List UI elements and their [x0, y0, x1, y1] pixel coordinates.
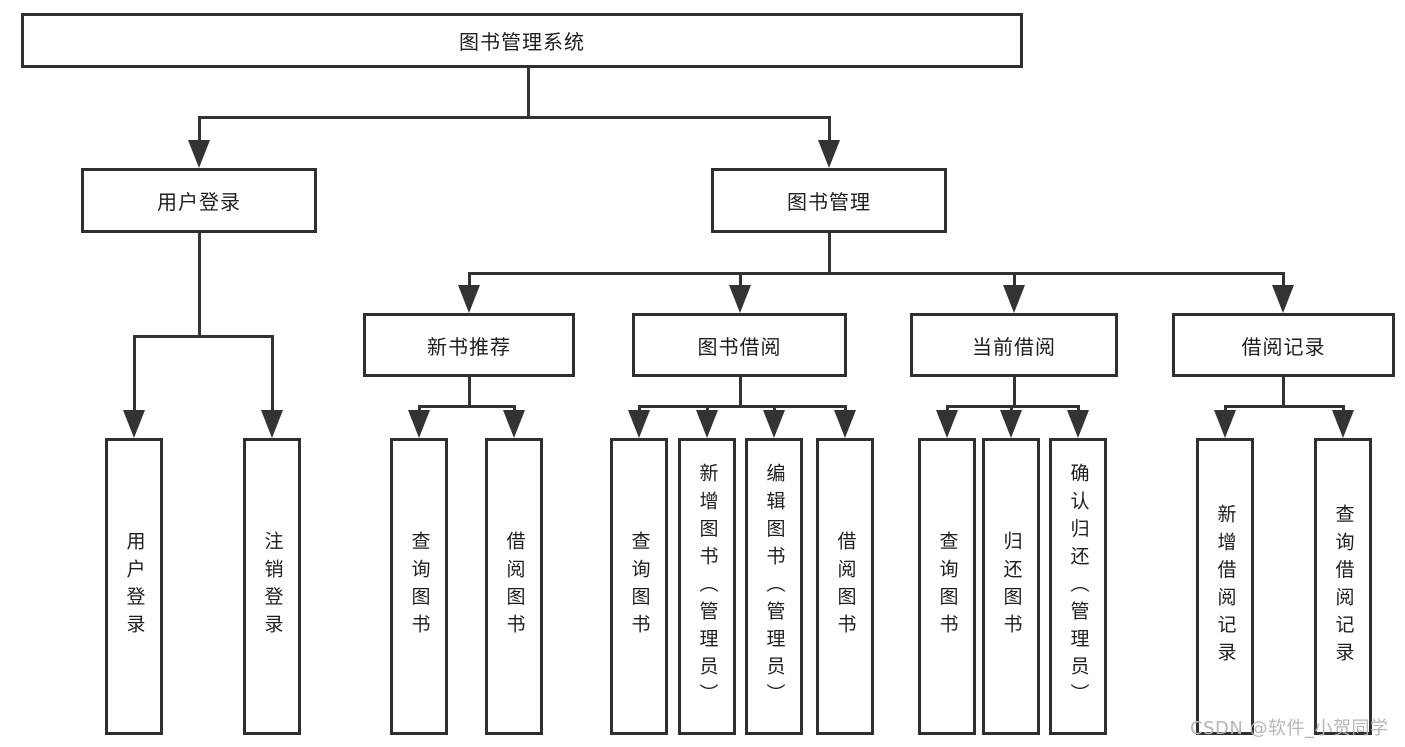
arrow-down-icon [408, 410, 430, 438]
leaf-records-add-record: 新增借阅记录 [1196, 438, 1254, 735]
arrow-down-icon [834, 410, 856, 438]
connector-line-horizontal [637, 404, 847, 408]
arrow-down-icon [503, 410, 525, 438]
leaf-borrow-add-books-admin: 新增图书（管理员） [678, 438, 736, 735]
node-borrow-records-label: 借阅记录 [1241, 334, 1326, 359]
leaf-borrow-edit-books-admin-label: 编辑图书（管理员） [763, 462, 786, 711]
node-new-book-recommend-label: 新书推荐 [427, 334, 511, 359]
leaf-newbook-borrow-books-label: 借阅图书 [503, 531, 526, 642]
node-book-borrow: 图书借阅 [632, 313, 847, 377]
node-new-book-recommend: 新书推荐 [363, 313, 575, 377]
connector-line-vertical [526, 68, 530, 118]
node-current-borrow: 当前借阅 [910, 313, 1118, 377]
connector-line-vertical [738, 376, 742, 408]
connector-line-vertical [738, 272, 742, 293]
connector-line-vertical [270, 335, 274, 418]
node-user-login: 用户登录 [81, 168, 317, 233]
leaf-borrow-query-books: 查询图书 [610, 438, 668, 735]
leaf-logout: 注销登录 [243, 438, 301, 735]
arrow-down-icon [1000, 410, 1022, 438]
node-current-borrow-label: 当前借阅 [972, 334, 1056, 359]
connector-line-horizontal [132, 334, 274, 338]
arrow-down-icon [628, 410, 650, 438]
arrow-down-icon [1067, 410, 1089, 438]
connector-line-vertical [132, 335, 136, 418]
leaf-records-query-record-label: 查询借阅记录 [1332, 503, 1355, 670]
leaf-newbook-query-books-label: 查询图书 [408, 531, 431, 642]
leaf-records-query-record: 查询借阅记录 [1314, 438, 1372, 735]
arrow-down-icon [188, 140, 210, 168]
leaf-current-confirm-return-admin: 确认归还（管理员） [1049, 438, 1107, 735]
arrow-down-icon [1272, 285, 1294, 313]
arrow-down-icon [1332, 410, 1354, 438]
node-borrow-records: 借阅记录 [1172, 313, 1395, 377]
arrow-down-icon [458, 285, 480, 313]
leaf-current-return-books: 归还图书 [982, 438, 1040, 735]
leaf-logout-label: 注销登录 [261, 531, 284, 642]
leaf-current-query-books-label: 查询图书 [936, 531, 959, 642]
leaf-borrow-borrow-books: 借阅图书 [816, 438, 874, 735]
arrow-down-icon [1214, 410, 1236, 438]
connector-line-vertical [197, 233, 201, 338]
leaf-borrow-borrow-books-label: 借阅图书 [834, 531, 857, 642]
leaf-user-login: 用户登录 [105, 438, 163, 735]
arrow-down-icon [763, 410, 785, 438]
node-user-login-label: 用户登录 [157, 190, 241, 214]
connector-line-vertical [1281, 272, 1285, 293]
connector-line-vertical [1012, 376, 1016, 408]
arrow-down-icon [818, 140, 840, 168]
node-root: 图书管理系统 [21, 13, 1023, 68]
leaf-borrow-edit-books-admin: 编辑图书（管理员） [745, 438, 803, 735]
leaf-newbook-borrow-books: 借阅图书 [485, 438, 543, 735]
connector-line-vertical [197, 116, 201, 148]
leaf-current-query-books: 查询图书 [918, 438, 976, 735]
arrow-down-icon [696, 410, 718, 438]
leaf-user-login-label: 用户登录 [123, 531, 146, 642]
connector-line-vertical [827, 116, 831, 148]
arrow-down-icon [729, 285, 751, 313]
arrow-down-icon [936, 410, 958, 438]
arrow-down-icon [1003, 285, 1025, 313]
connector-line-vertical [1012, 272, 1016, 293]
leaf-borrow-query-books-label: 查询图书 [628, 531, 651, 642]
leaf-current-return-books-label: 归还图书 [1000, 531, 1023, 642]
node-book-management-label: 图书管理 [787, 190, 871, 214]
node-root-label: 图书管理系统 [459, 30, 585, 54]
leaf-current-confirm-return-admin-label: 确认归还（管理员） [1067, 462, 1090, 711]
connector-line-horizontal [417, 404, 516, 408]
connector-line-vertical [827, 233, 831, 275]
arrow-down-icon [261, 410, 283, 438]
arrow-down-icon [123, 410, 145, 438]
csdn-watermark: CSDN @软件_小贺同学 [1190, 718, 1389, 739]
connector-line-vertical [467, 376, 471, 408]
node-book-management: 图书管理 [711, 168, 947, 233]
connector-line-horizontal [197, 115, 831, 119]
leaf-newbook-query-books: 查询图书 [390, 438, 448, 735]
connector-line-vertical [467, 272, 471, 293]
connector-line-vertical [1281, 376, 1285, 408]
leaf-borrow-add-books-admin-label: 新增图书（管理员） [696, 462, 719, 711]
connector-line-horizontal [467, 271, 1285, 275]
node-book-borrow-label: 图书借阅 [697, 334, 782, 359]
leaf-records-add-record-label: 新增借阅记录 [1214, 503, 1237, 670]
